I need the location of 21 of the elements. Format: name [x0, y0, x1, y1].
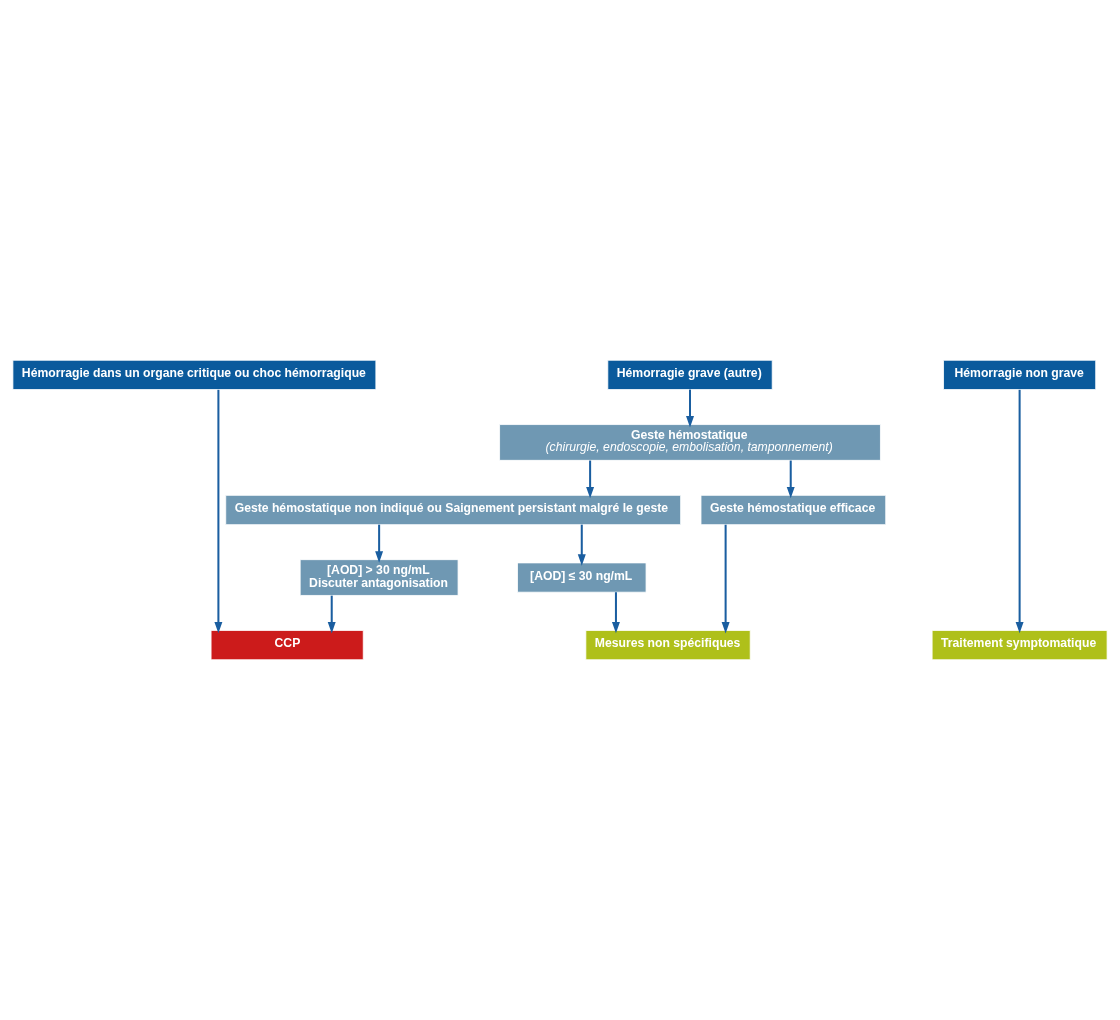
arrow	[1015, 389, 1024, 634]
arrow	[786, 460, 795, 499]
arrow	[611, 592, 620, 634]
node-box: Traitement symptomatique	[931, 630, 1108, 661]
arrow	[327, 595, 336, 634]
node-box: Geste hémostatique (chirurgie, endoscopie, embolisation, tamponnement)	[499, 424, 881, 461]
node-box: [AOD] ≤ 30 ng/mL	[517, 562, 647, 593]
node-box: Geste hémostatique efficace	[700, 494, 887, 526]
node-box: Mesures non spécifiques	[585, 630, 751, 661]
node-box: Hémorragie grave (autre)	[607, 359, 773, 390]
arrow	[214, 389, 223, 634]
node-box: CCP	[210, 630, 364, 661]
arrow	[375, 524, 384, 563]
arrow	[577, 524, 586, 566]
node-box: [AOD] > 30 ng/mL Discuter antagonisation	[299, 559, 459, 596]
node-box: Hémorragie non grave	[943, 359, 1097, 390]
arrow	[721, 524, 730, 634]
arrow	[686, 389, 694, 428]
node-box: Hémorragie dans un organe critique ou choc hémorragique	[12, 359, 377, 390]
arrow	[586, 460, 595, 499]
node-box: Geste hémostatique non indiqué ou Saignement persistant malgré le geste	[225, 494, 682, 526]
